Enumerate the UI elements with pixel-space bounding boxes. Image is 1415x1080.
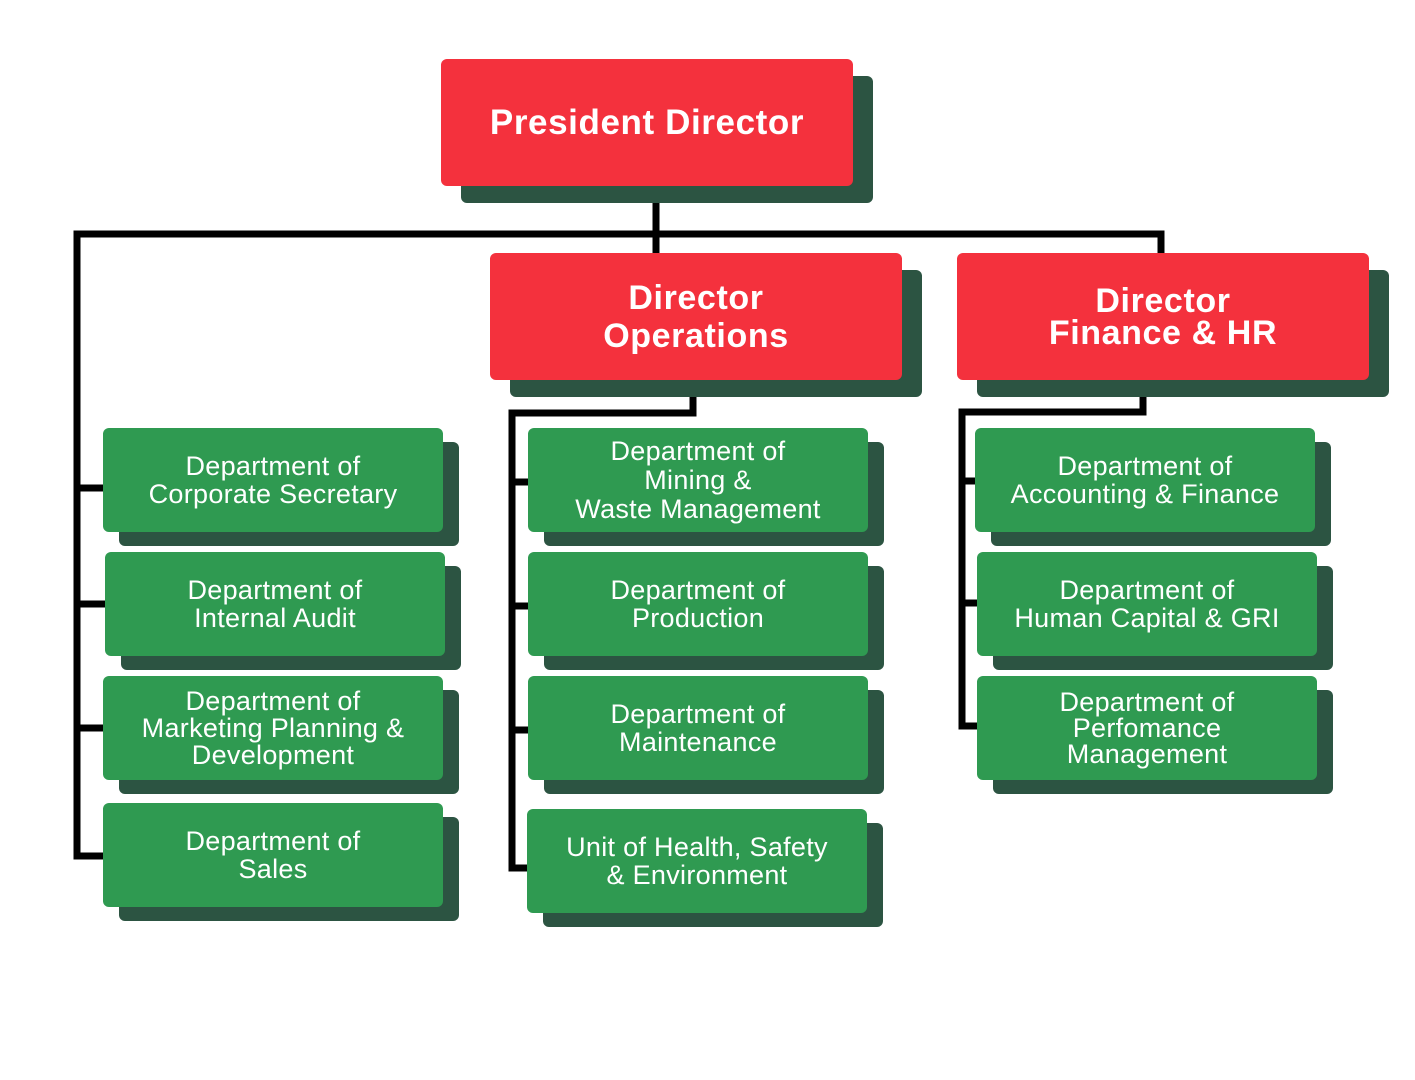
dept-sales-box: Department of Sales bbox=[103, 803, 443, 907]
unit-hse-box: Unit of Health, Safety & Environment bbox=[527, 809, 867, 913]
dept-performance-management-label: Department of Perfomance Management bbox=[1059, 687, 1235, 769]
dept-performance-management-box: Department of Perfomance Management bbox=[977, 676, 1317, 780]
dept-accounting-finance-box: Department of Accounting & Finance bbox=[975, 428, 1315, 532]
dept-accounting-finance-label: Department of Accounting & Finance bbox=[1010, 451, 1280, 509]
dept-sales-label: Department of Sales bbox=[185, 826, 361, 884]
president-director-box: President Director bbox=[441, 59, 853, 186]
dept-human-capital-box: Department of Human Capital & GRI bbox=[977, 552, 1317, 656]
director-finance-hr-title: Director Finance & HR bbox=[1048, 281, 1278, 352]
dept-human-capital-label: Department of Human Capital & GRI bbox=[1014, 575, 1280, 633]
director-finance-hr-box: Director Finance & HR bbox=[957, 253, 1369, 380]
director-operations-box: Director Operations bbox=[490, 253, 902, 380]
dept-production-label: Department of Production bbox=[610, 575, 786, 633]
dept-corporate-secretary-label: Department of Corporate Secretary bbox=[148, 451, 398, 509]
dept-production-box: Department of Production bbox=[528, 552, 868, 656]
dept-corporate-secretary-box: Department of Corporate Secretary bbox=[103, 428, 443, 532]
dept-mining-waste-box: Department of Mining & Waste Management bbox=[528, 428, 868, 532]
dept-mining-waste-label: Department of Mining & Waste Management bbox=[575, 435, 821, 524]
dept-internal-audit-label: Department of Internal Audit bbox=[187, 575, 363, 633]
director-operations-title: Director Operations bbox=[603, 278, 789, 355]
dept-maintenance-box: Department of Maintenance bbox=[528, 676, 868, 780]
dept-maintenance-label: Department of Maintenance bbox=[610, 699, 786, 757]
dept-marketing-planning-box: Department of Marketing Planning & Devel… bbox=[103, 676, 443, 780]
unit-hse-label: Unit of Health, Safety & Environment bbox=[566, 832, 828, 890]
dept-marketing-planning-label: Department of Marketing Planning & Devel… bbox=[141, 685, 405, 770]
president-director-title: President Director bbox=[489, 102, 805, 142]
dept-internal-audit-box: Department of Internal Audit bbox=[105, 552, 445, 656]
